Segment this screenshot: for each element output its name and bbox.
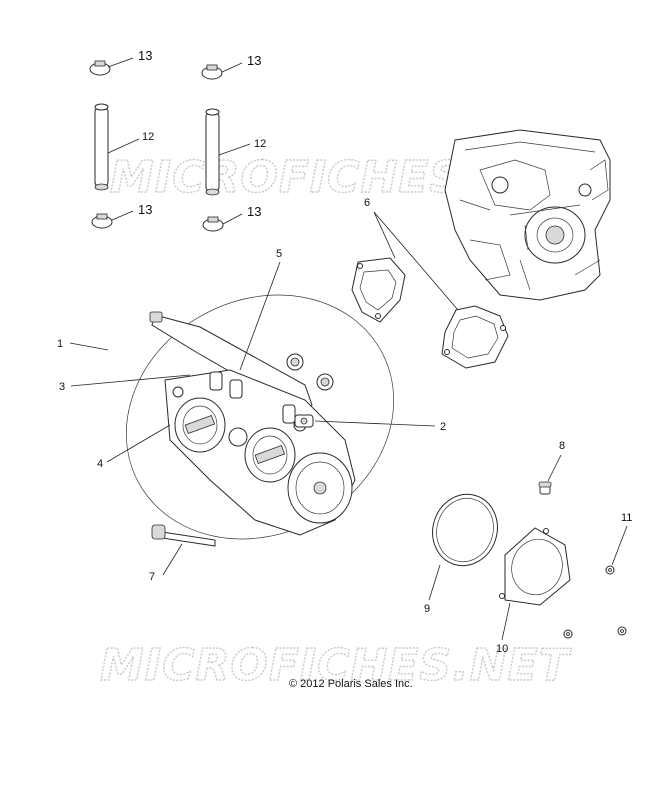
callout-6: 6 (364, 197, 370, 209)
hose-clamp-3 (91, 213, 113, 229)
callout-9: 9 (424, 603, 430, 615)
bolt-7 (151, 524, 216, 547)
gasket-1 (351, 257, 406, 323)
hose-clamp-4 (202, 216, 224, 232)
hose-clamp-2 (201, 64, 223, 80)
o-ring (432, 493, 498, 567)
callout-12-b: 12 (254, 138, 266, 150)
fuel-injectors (209, 371, 296, 424)
hose-2 (205, 108, 220, 196)
sensor (294, 414, 314, 428)
callout-1: 1 (57, 338, 63, 350)
callout-4: 4 (97, 458, 103, 470)
callout-5: 5 (276, 248, 282, 260)
callout-13-c: 13 (138, 202, 152, 217)
callout-3: 3 (59, 381, 65, 393)
callout-7: 7 (149, 571, 155, 583)
callout-10: 10 (496, 643, 508, 655)
callout-13-b: 13 (247, 53, 261, 68)
callout-12-a: 12 (142, 131, 154, 143)
throttle-body (164, 369, 356, 536)
copyright-notice: © 2012 Polaris Sales Inc. (289, 678, 413, 690)
callout-2: 2 (440, 421, 446, 433)
screws-11 (563, 565, 627, 639)
callout-8: 8 (559, 440, 565, 452)
watermark-bottom: MICROFICHES.NET (100, 640, 572, 691)
engine-block (444, 129, 611, 301)
leader-lines (69, 57, 628, 641)
callout-11: 11 (621, 512, 632, 524)
hose-1 (94, 103, 109, 191)
callout-13-a: 13 (138, 48, 152, 63)
gasket-2 (441, 305, 509, 369)
hose-clamp-1 (89, 60, 111, 76)
screw-8 (538, 481, 552, 495)
cover-plate (499, 527, 571, 606)
callout-13-d: 13 (247, 204, 261, 219)
